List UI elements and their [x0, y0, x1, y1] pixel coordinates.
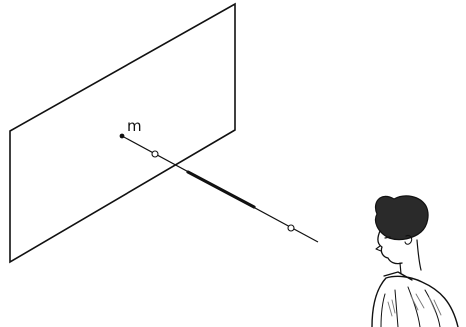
point-m: [119, 133, 125, 139]
ray-marker-2: [287, 224, 295, 232]
ray-marker-1: [151, 150, 159, 158]
observer-figure: [371, 195, 459, 327]
thick-segment: [186, 170, 256, 209]
point-label: m: [127, 117, 142, 135]
projection-plane: [9, 2, 236, 264]
